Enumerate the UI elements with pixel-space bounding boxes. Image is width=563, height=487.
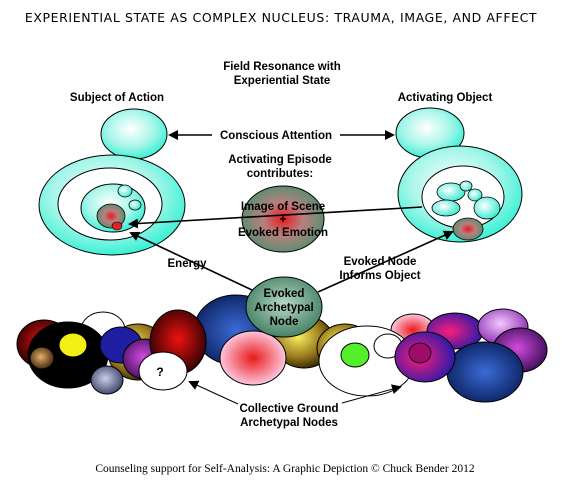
- ground-node-brown: [29, 346, 55, 370]
- field-resonance-label-line2: Experiential State: [234, 75, 331, 87]
- image-of-scene-label-line1: Image of Scene: [241, 201, 325, 213]
- ground-node-question: [138, 351, 188, 391]
- object-evoked-node: [452, 217, 484, 241]
- ground-node-yellow: [58, 332, 88, 358]
- evoked-archetypal-label-line2: Archetypal: [254, 302, 313, 314]
- activating-episode-label-line1: Activating Episode: [228, 154, 332, 166]
- ground-node-green: [340, 342, 370, 368]
- subject-conscious-ellipse: [100, 108, 168, 160]
- image-of-scene-label-line3: Evoked Emotion: [238, 227, 328, 239]
- evoked-archetypal-label-line1: Evoked: [264, 288, 305, 300]
- ground-node-slate: [90, 365, 124, 395]
- scene-to-subject-arrow: [128, 206, 423, 229]
- footer-copyright: Counseling support for Self-Analysis: A …: [95, 463, 474, 475]
- collective-arrow-right: [341, 384, 402, 404]
- informs-object-arrow: [317, 230, 454, 293]
- evoked-node-informs-line2: Informs Object: [339, 270, 420, 282]
- ground-node-navy2: [446, 341, 524, 403]
- conscious-attention-label: Conscious Attention: [220, 130, 332, 142]
- collective-ground-label-line1: Collective Ground: [239, 403, 338, 415]
- diagram-title: EXPERIENTIAL STATE AS COMPLEX NUCLEUS: T…: [25, 10, 537, 25]
- object-bubble: [431, 199, 461, 217]
- image-of-scene-node: [241, 185, 325, 253]
- subject-of-action-label: Subject of Action: [70, 92, 164, 104]
- energy-arrow: [129, 231, 253, 291]
- evoked-archetypal-node: [245, 276, 323, 338]
- subject-bubble: [117, 184, 133, 198]
- image-of-scene-label-plus: +: [280, 214, 287, 226]
- collective-ground-label-line2: Archetypal Nodes: [240, 417, 338, 429]
- evoked-archetypal-label-line3: Node: [270, 316, 299, 328]
- energy-label: Energy: [168, 258, 208, 270]
- activating-object-label: Activating Object: [398, 92, 493, 104]
- object-bubble: [473, 196, 501, 220]
- evoked-node-informs-line1: Evoked Node: [344, 256, 417, 268]
- subject-bubble: [128, 199, 142, 211]
- collective-arrow-left: [188, 380, 239, 405]
- ground-node-maroon: [408, 342, 432, 364]
- activating-episode-label-line2: contributes:: [247, 168, 313, 180]
- object-bubble: [467, 188, 483, 202]
- unknown-node-label: ?: [156, 365, 163, 379]
- field-resonance-label-line1: Field Resonance with: [223, 61, 341, 73]
- object-bubble: [459, 180, 473, 192]
- subject-red-dot: [111, 221, 123, 231]
- ground-node-pinkred: [219, 330, 287, 386]
